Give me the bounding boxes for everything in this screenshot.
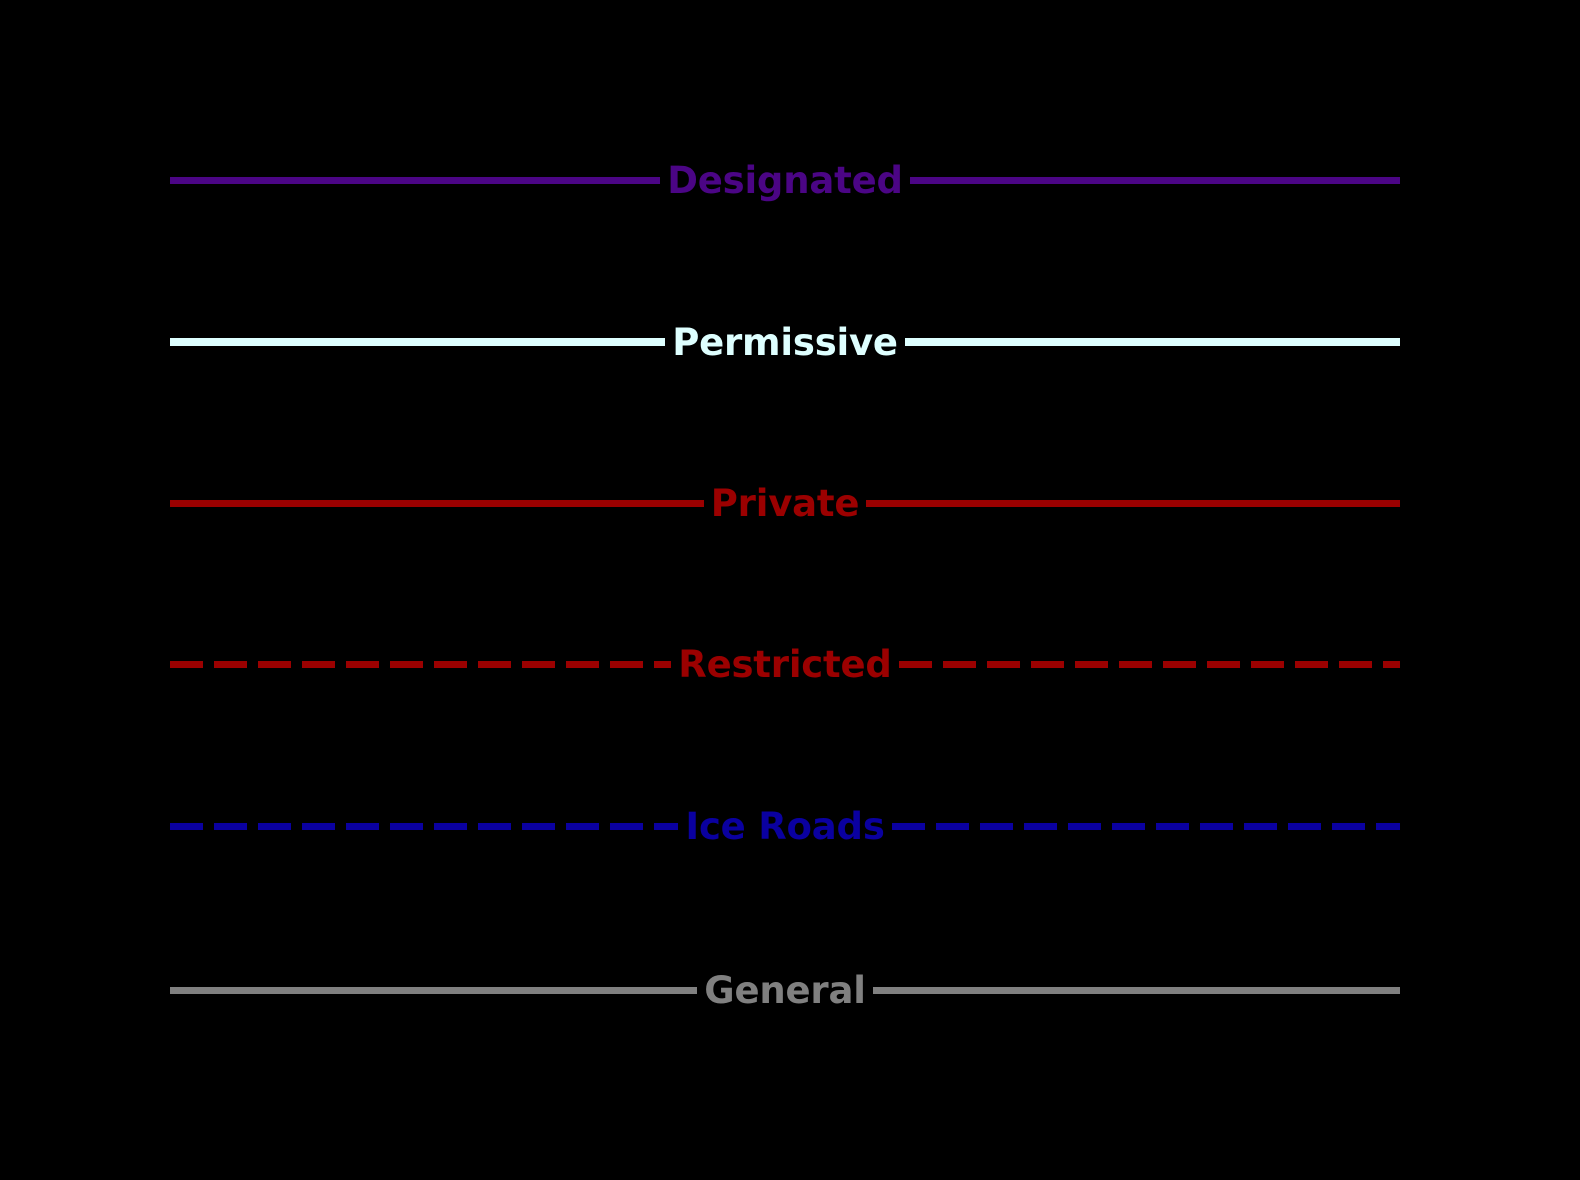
legend-line-right-private <box>866 499 1401 507</box>
legend-row-permissive[interactable]: Permissive <box>170 312 1401 372</box>
legend-label-ice-roads: Ice Roads <box>685 804 885 848</box>
legend-label-general: General <box>704 968 866 1012</box>
legend-row-general[interactable]: General <box>170 960 1400 1020</box>
legend-label-private: Private <box>710 481 860 525</box>
legend-row-designated[interactable]: Designated <box>170 150 1401 210</box>
legend-line-left-general <box>170 986 698 994</box>
legend-line-left-private <box>170 499 704 507</box>
legend-label-permissive: Permissive <box>672 320 898 364</box>
legend-line-right-ice-roads <box>891 822 1401 830</box>
legend-row-ice-roads[interactable]: Ice Roads <box>170 796 1401 856</box>
legend-line-left-restricted <box>170 660 672 668</box>
legend-line-left-ice-roads <box>170 822 679 830</box>
legend-label-designated: Designated <box>667 158 903 202</box>
legend-label-restricted: Restricted <box>678 642 892 686</box>
legend-row-restricted[interactable]: Restricted <box>170 634 1400 694</box>
legend-line-right-restricted <box>898 660 1400 668</box>
legend-line-right-permissive <box>904 338 1401 346</box>
legend-line-right-designated <box>909 176 1401 184</box>
legend-line-right-general <box>872 986 1400 994</box>
legend-line-left-designated <box>170 176 661 184</box>
legend-line-left-permissive <box>170 338 666 346</box>
legend-row-private[interactable]: Private <box>170 473 1401 533</box>
